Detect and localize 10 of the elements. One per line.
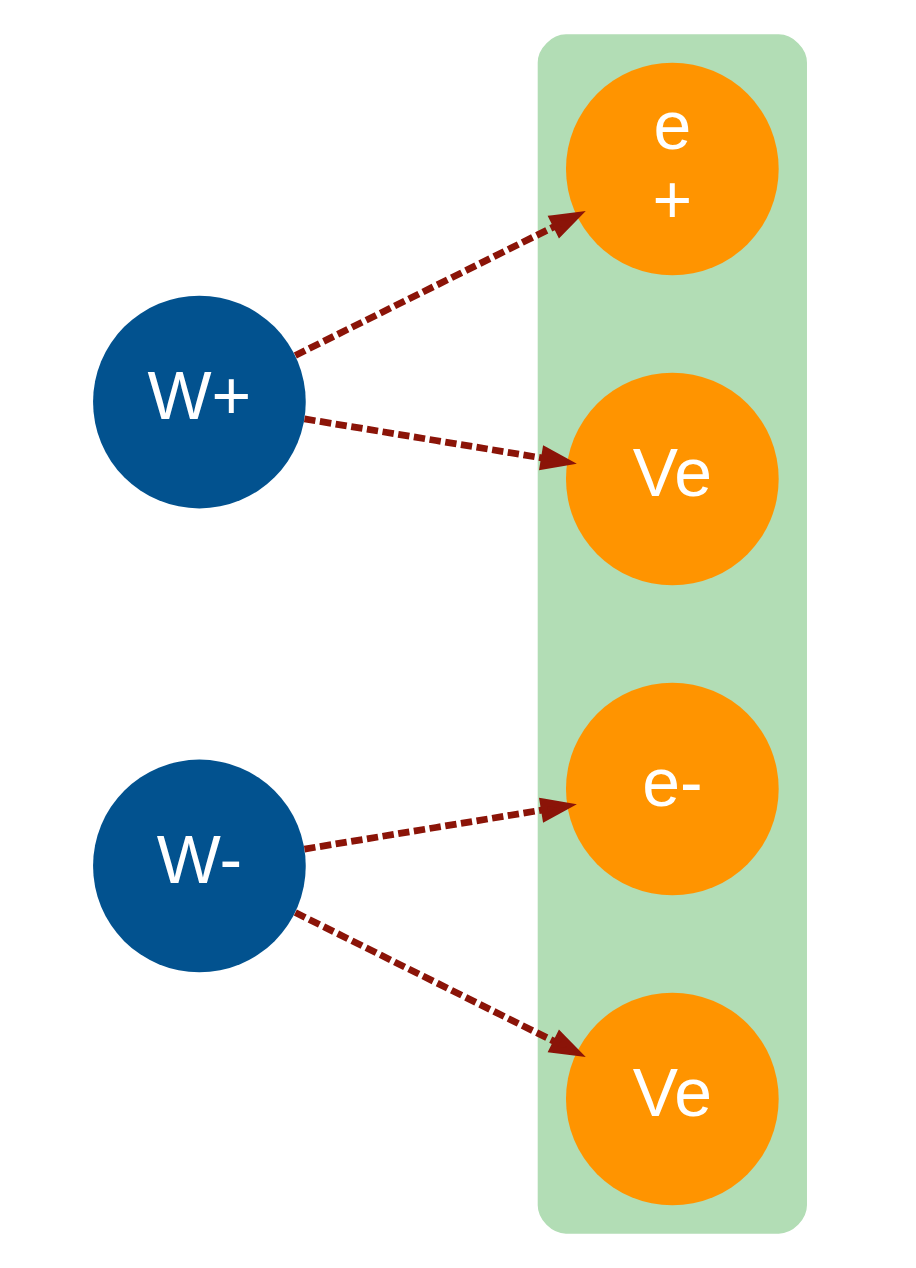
node-circle: W-	[92, 759, 306, 973]
arrow	[293, 210, 586, 359]
arrow	[303, 415, 577, 471]
node-circle: Ve	[565, 372, 779, 586]
node-circle: e +	[565, 62, 779, 276]
node-circle: Ve	[565, 992, 779, 1206]
node-circle: W+	[92, 295, 306, 509]
arrow	[293, 909, 586, 1058]
node-circle: e-	[565, 682, 779, 896]
arrow	[303, 797, 577, 853]
